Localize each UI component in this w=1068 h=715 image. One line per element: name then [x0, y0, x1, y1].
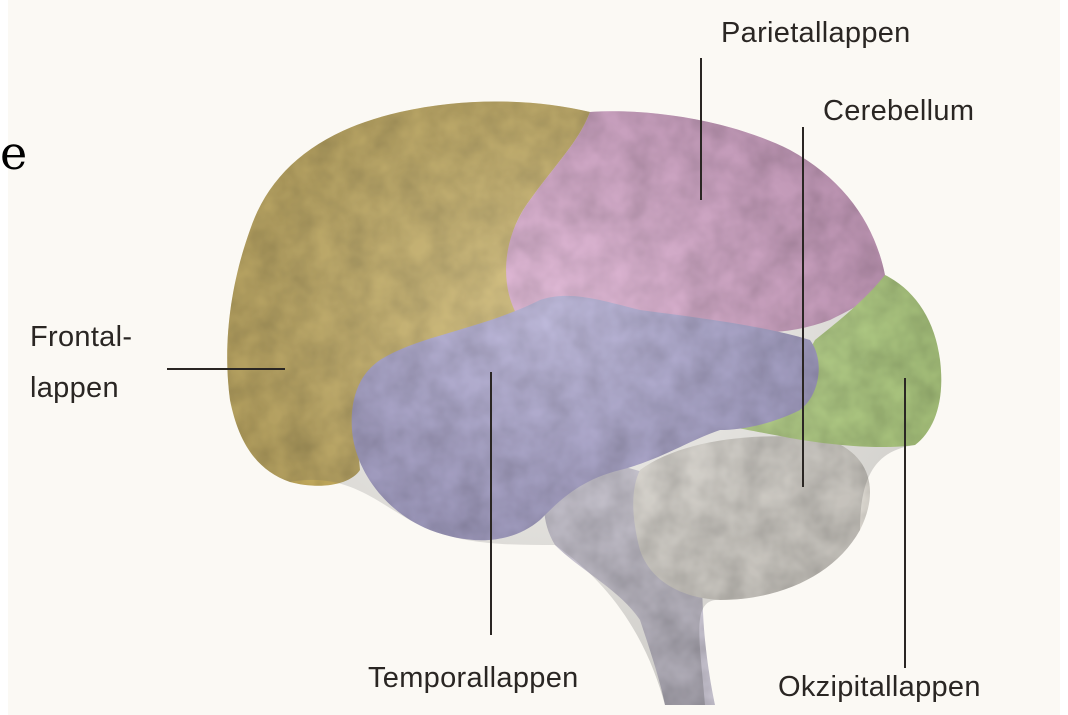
temporal-label: Temporallappen	[368, 660, 579, 696]
frontal-label-line1: Frontal-	[30, 319, 132, 355]
frontal-label-line2: lappen	[30, 370, 119, 406]
brain-shading	[227, 101, 941, 705]
cerebellum-label: Cerebellum	[823, 93, 974, 129]
cropped-edge-letter: e	[0, 128, 27, 178]
occipital-label: Okzipitallappen	[778, 669, 981, 705]
parietal-label: Parietallappen	[721, 15, 911, 51]
